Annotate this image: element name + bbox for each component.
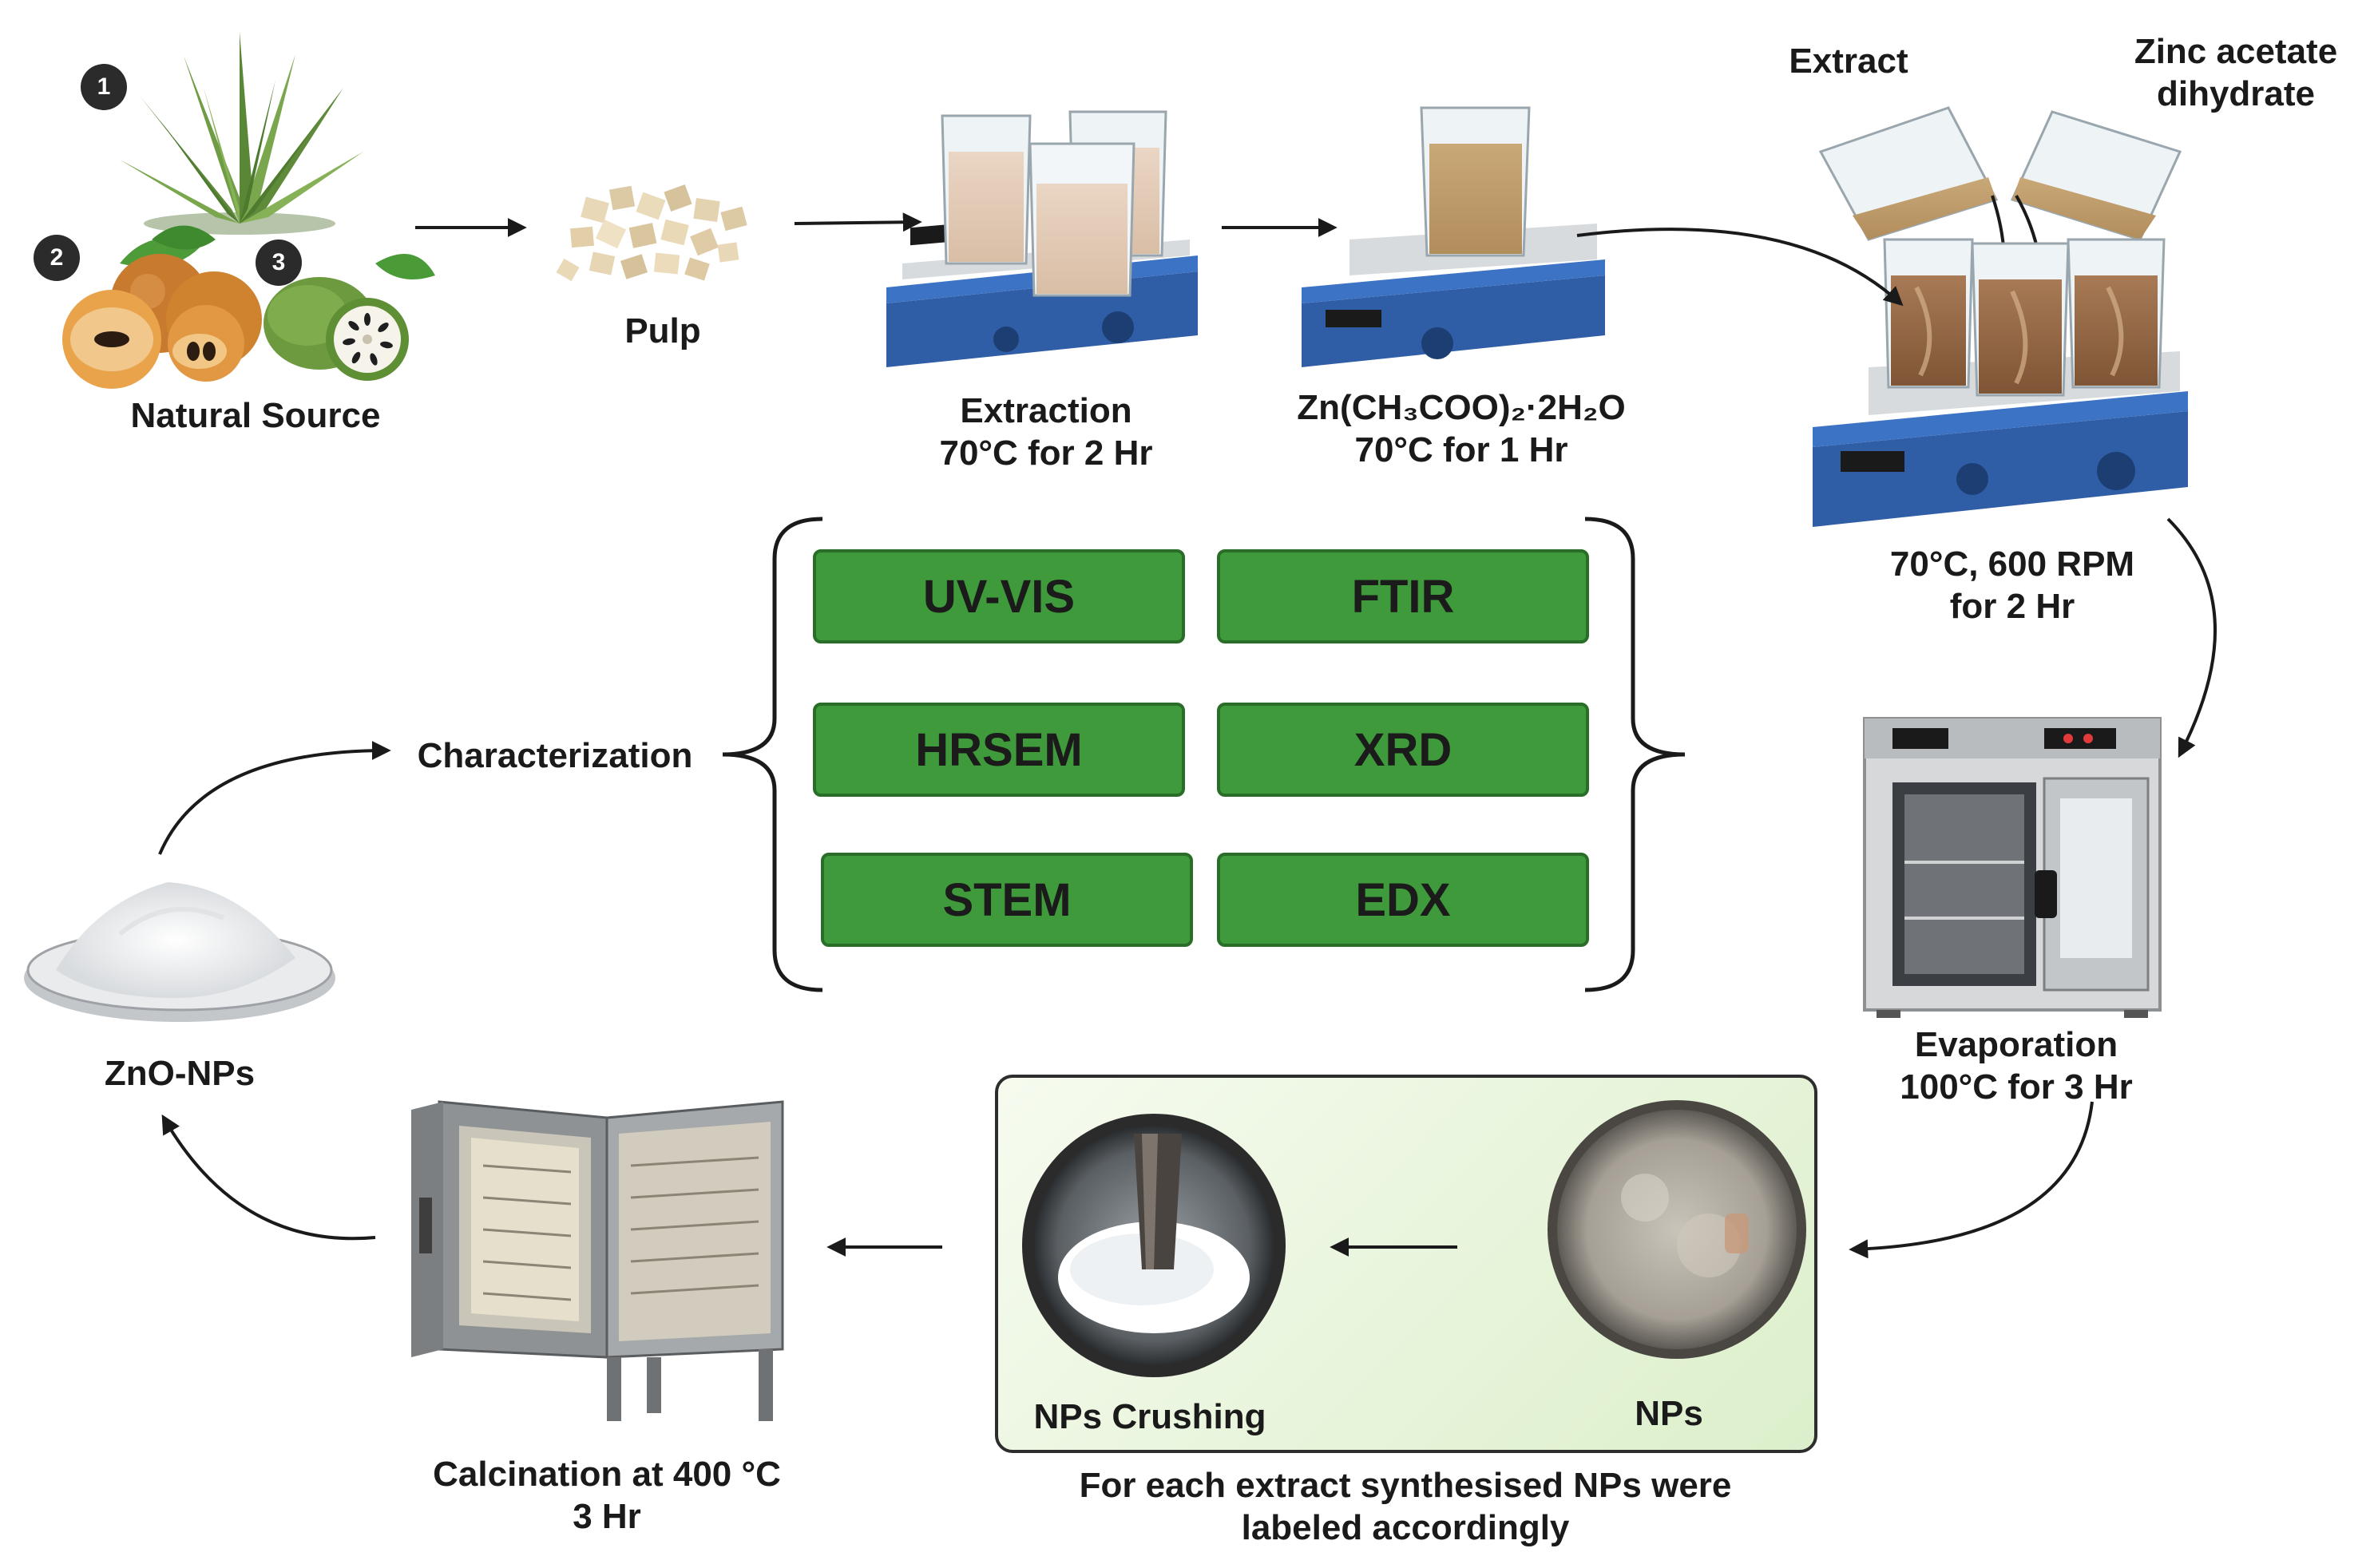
soursop-fruit-icon (264, 254, 435, 381)
label-nps: NPs (1635, 1394, 1703, 1433)
label-zinc-acetate: Zinc acetate dihydrate (2108, 30, 2364, 115)
arrow-zno-to-characterization (158, 741, 391, 855)
mixing-hotplate-icon (1813, 106, 2188, 527)
label-extraction-line1: Extraction (960, 391, 1132, 430)
arrow-pulp-to-extraction (794, 212, 922, 232)
furnace-icon (411, 1100, 784, 1421)
drying-oven-icon (1863, 717, 2162, 1018)
arrow-oven-to-nps (1849, 1101, 2094, 1259)
label-pulp: Pulp (624, 311, 701, 350)
label-zinc-acetate-line1: Zinc acetate (2134, 32, 2338, 71)
label-panel-caption: For each extract synthesised NPs were la… (1006, 1464, 1805, 1549)
sapodilla-fruit-icon (62, 225, 262, 389)
technique-ftir: FTIR (1217, 549, 1589, 643)
label-calcination-line1: Calcination at 400 °C (433, 1455, 781, 1494)
label-stirring: 70°C, 600 RPM for 2 Hr (1861, 543, 2164, 628)
label-stirring-line1: 70°C, 600 RPM (1889, 544, 2135, 584)
label-panel-caption-line2: labeled accordingly (1241, 1508, 1570, 1547)
label-characterization: Characterization (417, 736, 693, 775)
source-number-2: 2 (34, 235, 80, 281)
technique-uv-vis: UV-VIS (813, 549, 1185, 643)
nps-bowl-icon (1548, 1100, 1806, 1359)
arrow-calcination-to-zno (161, 1114, 376, 1241)
label-stirring-line2: for 2 Hr (1949, 587, 2075, 626)
technique-hrsem: HRSEM (813, 703, 1185, 797)
technique-stem: STEM (821, 853, 1193, 947)
technique-edx: EDX (1217, 853, 1589, 947)
label-zinc-step-line2: 70°C for 1 Hr (1354, 430, 1568, 469)
zno-powder-dish-icon (24, 882, 335, 1022)
label-evaporation-line1: Evaporation (1914, 1025, 2118, 1064)
label-zno-nps: ZnO-NPs (104, 1054, 256, 1093)
arrow-mixing-to-oven (2166, 517, 2217, 758)
label-zinc-step-line1: Zn(CH₃COO)₂·2H₂O (1297, 388, 1626, 427)
label-panel-caption-line1: For each extract synthesised NPs were (1079, 1466, 1732, 1505)
label-extraction-line2: 70°C for 2 Hr (939, 434, 1153, 473)
label-nps-crushing: NPs Crushing (1033, 1397, 1266, 1436)
source-number-1: 1 (81, 64, 127, 110)
label-zinc-acetate-line2: dihydrate (2156, 74, 2316, 113)
label-calcination-line2: 3 Hr (573, 1497, 641, 1536)
source-number-3: 3 (256, 240, 302, 286)
agave-plant-icon (120, 32, 363, 235)
label-zinc-step: Zn(CH₃COO)₂·2H₂O 70°C for 1 Hr (1270, 386, 1653, 471)
label-extraction: Extraction 70°C for 2 Hr (902, 390, 1190, 474)
zinc-hotplate-icon (1302, 106, 1605, 367)
extraction-hotplate-icon (886, 110, 1198, 367)
label-evaporation-line2: 100°C for 3 Hr (1900, 1067, 2133, 1107)
label-calcination: Calcination at 400 °C 3 Hr (399, 1453, 814, 1538)
characterization-braces (722, 517, 1686, 992)
mortar-pestle-icon (1022, 1114, 1286, 1377)
label-extract: Extract (1789, 42, 1908, 81)
pulp-icon (556, 184, 747, 282)
arrow-zinc-to-mixing (1576, 228, 1904, 307)
technique-xrd: XRD (1217, 703, 1589, 797)
label-natural-source: Natural Source (130, 396, 381, 435)
label-evaporation: Evaporation 100°C for 3 Hr (1873, 1024, 2160, 1108)
